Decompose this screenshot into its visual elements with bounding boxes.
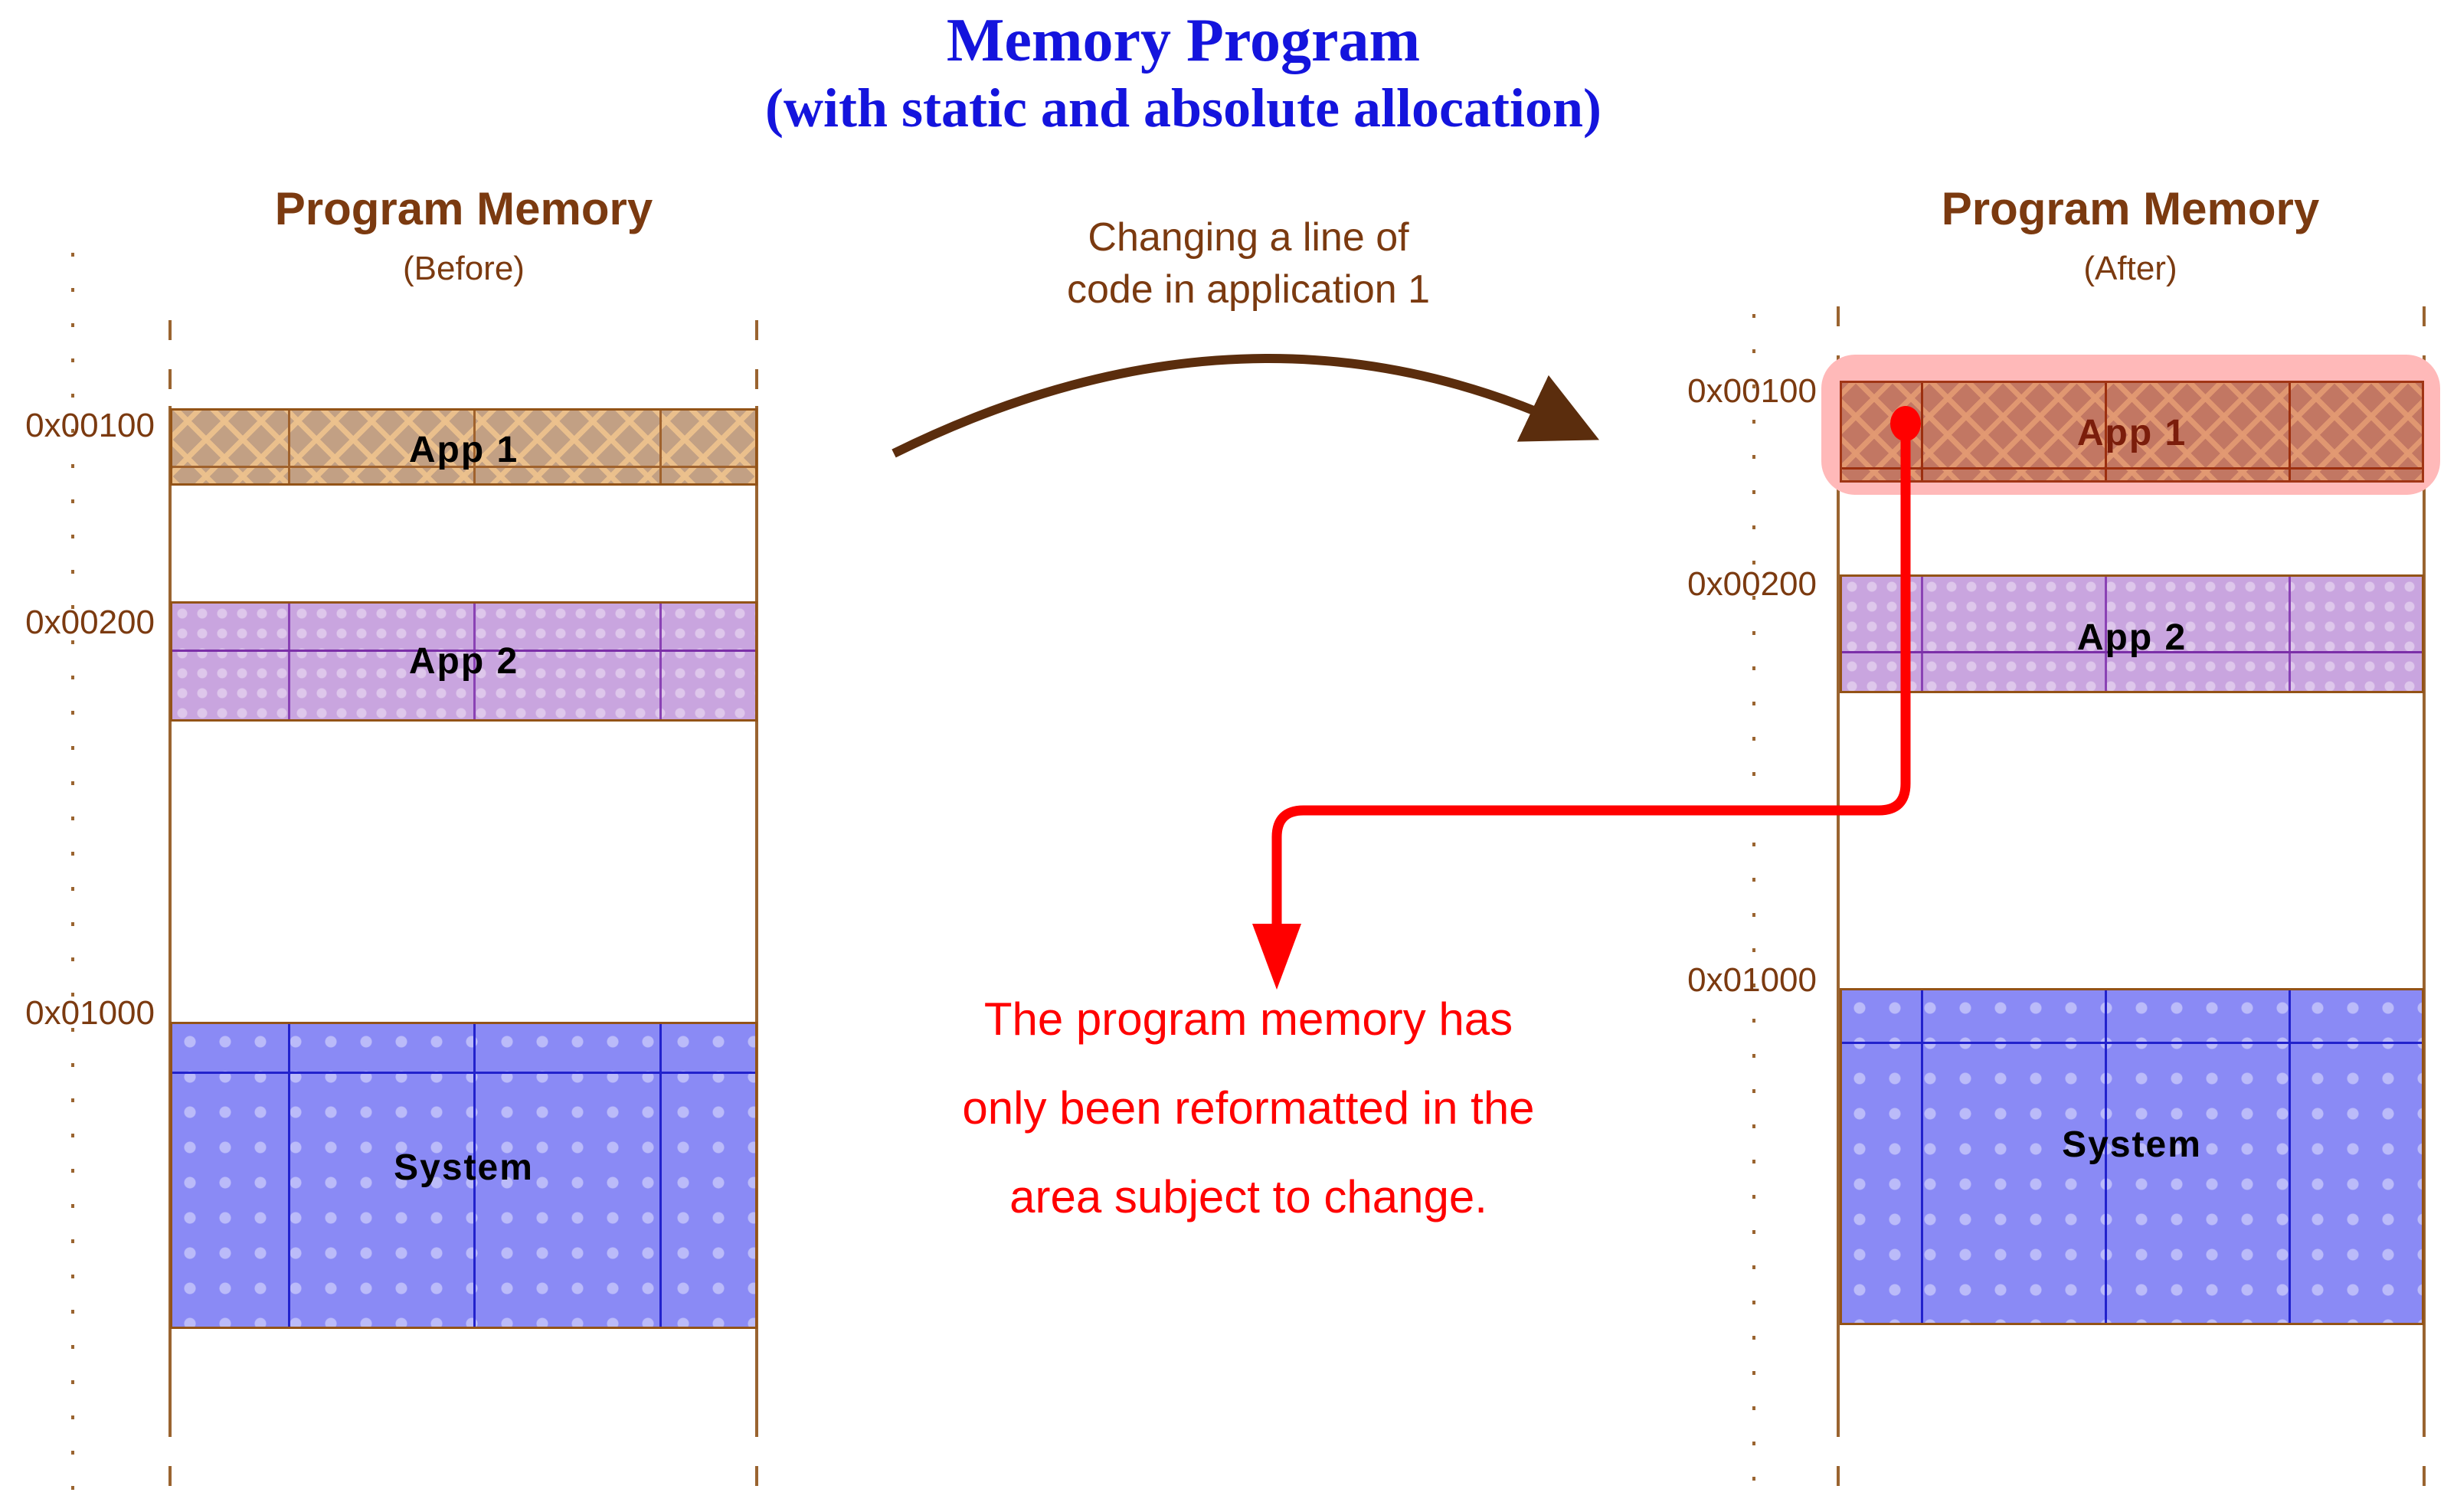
block-divider [659,604,662,719]
block-label-app1-after: App 1 [2076,413,2187,453]
block-label-app2-after: App 2 [2076,617,2187,658]
page-title-line2: (with static and absolute allocation) [764,77,1602,139]
block-divider [288,1024,290,1327]
page-title-line1: Memory Program [946,7,1421,74]
memory-block-system-after: System [1840,988,2424,1325]
block-divider [2105,990,2107,1323]
block-label-system-before: System [394,1147,534,1188]
before-column-left-dash-top [168,320,172,406]
block-divider [2105,577,2107,691]
block-subline [1842,651,2422,653]
block-divider [473,411,476,483]
before-column-right-line [755,406,758,1417]
change-annotation-line1: Changing a line of [1088,215,1409,260]
after-address-guide-dots [1752,314,1755,1503]
after-column-right-dash-top [2423,306,2426,391]
before-column-right-dash-top [755,320,758,406]
note-line1: The program memory has [983,993,1513,1045]
after-panel-subtitle: (After) [2083,250,2177,287]
after-column-left-dash-top [1837,306,1840,391]
after-address-0x01000: 0x01000 [1687,961,1817,999]
block-label-app2-before: App 2 [408,641,519,682]
block-divider [473,604,476,719]
block-divider [659,1024,662,1327]
note-connector-line [1271,438,1911,928]
block-subline [1842,467,2422,470]
after-panel-title: Program Memory [1941,183,2320,234]
note-connector-arrowhead [1252,924,1301,990]
block-subline [172,466,755,468]
block-divider [1921,577,1923,691]
block-subline [172,650,755,652]
block-divider [1921,990,1923,1323]
memory-block-app1-after: App 1 [1840,381,2424,483]
memory-block-app2-after: App 2 [1840,574,2424,693]
block-divider [2105,383,2107,480]
before-address-0x00200: 0x00200 [25,604,155,641]
block-divider [473,1024,476,1327]
before-address-0x00100: 0x00100 [25,407,155,444]
note-line3: area subject to change. [1009,1171,1487,1222]
after-column-right-dash-bottom [2423,1417,2426,1503]
change-arrow [892,353,1600,458]
after-address-0x00200: 0x00200 [1687,565,1817,603]
before-panel-title: Program Memory [274,183,653,234]
block-divider [2289,577,2291,691]
block-subline [172,1072,755,1074]
before-column-right-dash-bottom [755,1417,758,1503]
block-divider [288,604,290,719]
before-address-0x01000: 0x01000 [25,994,155,1032]
before-column-left-dash-bottom [168,1417,172,1503]
block-label-app1-before: App 1 [408,430,519,470]
before-panel-subtitle: (Before) [403,250,525,287]
after-address-0x00100: 0x00100 [1687,372,1817,410]
after-column-right-line [2423,391,2426,1417]
block-subline [1842,1042,2422,1044]
block-label-system-after: System [2062,1124,2202,1165]
memory-block-system-before: System [170,1022,757,1329]
memory-block-app1-before: App 1 [170,408,757,486]
memory-block-app2-before: App 2 [170,601,757,722]
note-line2: only been reformatted in the [962,1082,1535,1134]
change-annotation-line2: code in application 1 [1066,267,1431,312]
block-divider [1921,383,1923,480]
before-column-left-line [168,406,172,1417]
block-divider [659,411,662,483]
block-divider [288,411,290,483]
before-address-guide-dots [71,253,74,1501]
block-divider [2289,383,2291,480]
after-column-left-dash-bottom [1837,1417,1840,1503]
block-divider [2289,990,2291,1323]
